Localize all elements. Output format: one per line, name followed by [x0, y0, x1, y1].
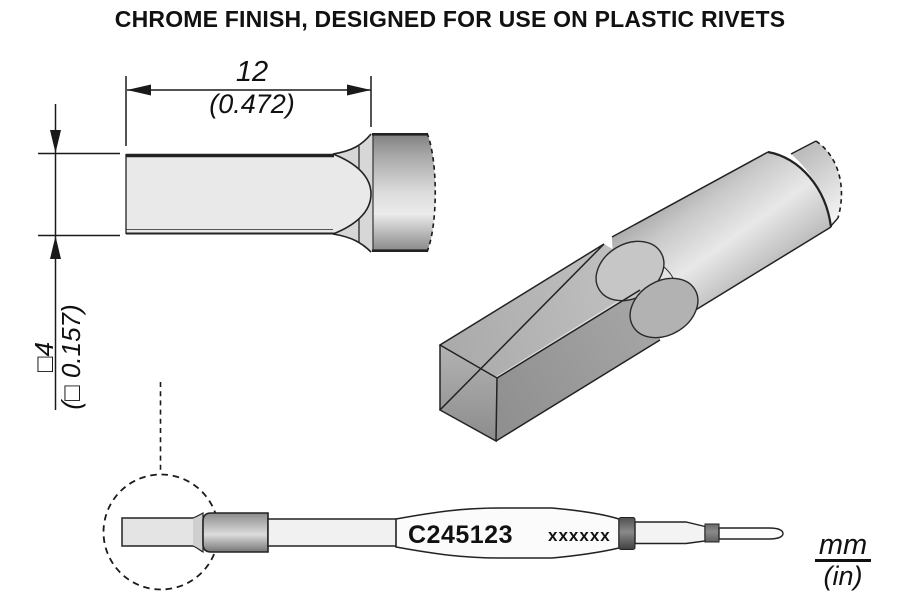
units-secondary-label: (in): [823, 561, 863, 591]
width-dimension-mm: □4: [29, 341, 59, 373]
drawing-title: CHROME FINISH, DESIGNED FOR USE ON PLAST…: [114, 6, 786, 32]
hidden-break-arc-3d: [815, 140, 843, 219]
front-view: [38, 76, 437, 410]
model-number: C245123: [408, 521, 513, 549]
arrowhead-down: [50, 130, 61, 153]
arrowhead-right: [347, 84, 371, 96]
length-dimension-lines: [125, 76, 372, 146]
isometric-view: [438, 140, 843, 443]
width-dimension-in: (□ 0.157): [56, 304, 86, 410]
width-dimension-lines: [38, 104, 120, 410]
serial-marking: xxxxxx: [548, 526, 611, 545]
arrowhead-left: [127, 84, 151, 96]
width-dimension-label: □4 (□ 0.157): [29, 289, 86, 425]
cartridge-side-view: [102, 382, 784, 591]
length-dimension-mm: 12: [235, 56, 269, 88]
arrowhead-up: [50, 236, 61, 259]
units-primary-label: mm: [818, 529, 868, 561]
hidden-break-arc: [426, 132, 437, 253]
units-fraction-line: [815, 559, 871, 562]
length-dimension-in: (0.472): [209, 89, 295, 119]
chisel-tip-side-view: [125, 132, 437, 253]
